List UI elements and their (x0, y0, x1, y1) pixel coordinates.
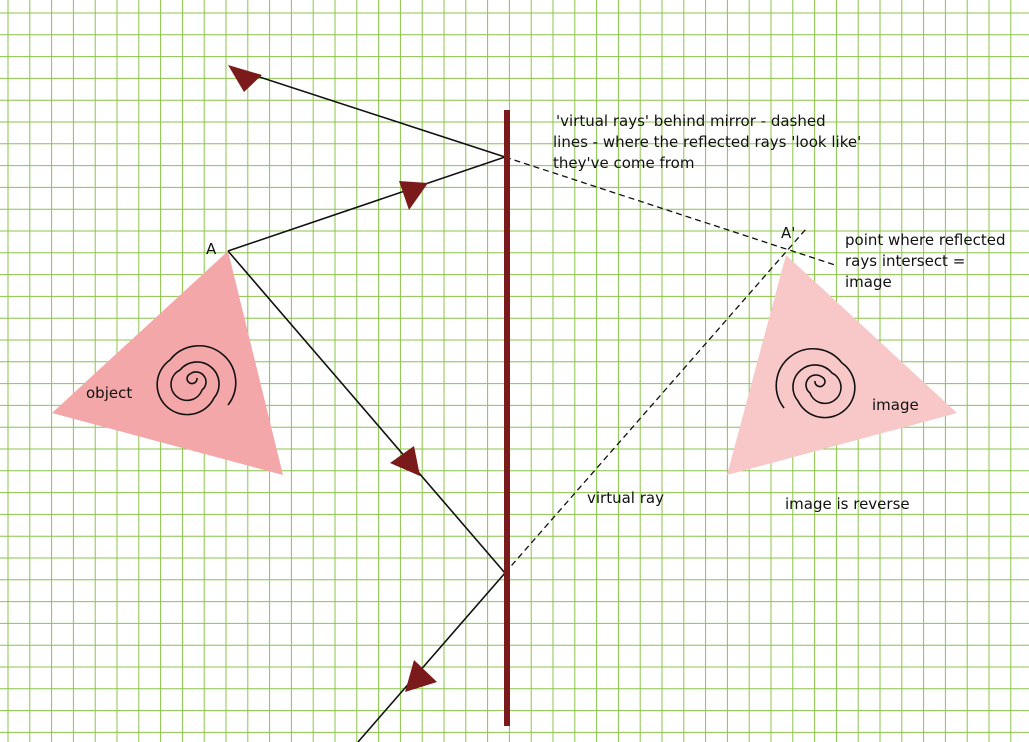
note-virtual-rays-line-2: lines - where the reflected rays 'look l… (553, 133, 861, 151)
note-intersect-line-2: rays intersect = (845, 252, 965, 270)
label-point-a: A (206, 240, 217, 258)
label-image: image (872, 396, 919, 414)
note-intersect-line-3: image (845, 273, 892, 291)
label-point-a-prime: A' (781, 224, 795, 242)
note-intersect-line-1: point where reflected (845, 231, 1005, 249)
label-virtual-ray: virtual ray (587, 489, 664, 507)
note-virtual-rays-line-3: they've come from (553, 154, 694, 172)
label-image-reverse: image is reverse (785, 495, 910, 513)
note-virtual-rays-line-1: 'virtual rays' behind mirror - dashed (556, 112, 826, 130)
label-object: object (86, 384, 132, 402)
